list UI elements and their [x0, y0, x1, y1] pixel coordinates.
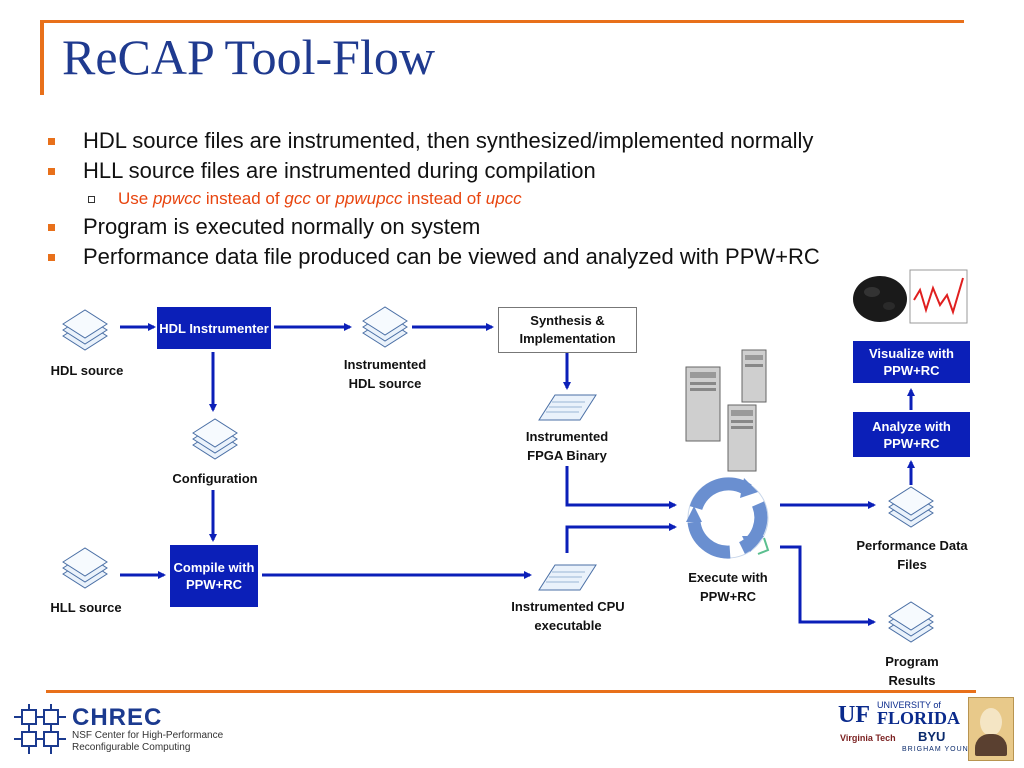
instrumented-fpga-label: Instrumented FPGA Binary — [525, 429, 609, 463]
sub-text-gcc: gcc — [284, 189, 311, 208]
chrec-subtitle: NSF Center for High-Performance Reconfig… — [72, 730, 223, 754]
chrec-subtitle-line: Reconfigurable Computing — [72, 742, 191, 753]
synthesis-implementation-box: Synthesis & Implementation — [498, 307, 637, 353]
sub-text-or: or — [315, 189, 331, 208]
chrec-name: CHREC — [72, 704, 163, 731]
program-results-icon — [888, 601, 934, 643]
hdl-source-label: HDL source — [50, 363, 124, 378]
chrec-logo-icon — [14, 704, 66, 754]
sub-text-ppwupcc: ppwupcc — [335, 189, 403, 208]
instrumented-cpu-label: Instrumented CPU executable — [511, 599, 625, 633]
bullet-item: HLL source files are instrumented during… — [48, 156, 988, 186]
server-icon — [741, 349, 767, 403]
fpga-binary-icon — [538, 394, 597, 421]
bullet-square-icon — [48, 224, 55, 231]
bullet-text: HDL source files are instrumented, then … — [83, 128, 814, 153]
hdl-instrumenter-box: HDL Instrumenter — [157, 307, 271, 349]
configuration-label: Configuration — [172, 471, 258, 486]
uf-small-text: UNIVERSITY of — [877, 700, 941, 710]
hollow-square-icon — [88, 196, 95, 203]
server-icon — [727, 404, 757, 472]
bullet-text: Program is executed normally on system — [83, 214, 481, 239]
instrumented-hdl-label: Instrumented HDL source — [343, 357, 427, 391]
cpu-executable-icon — [538, 564, 597, 591]
performance-chart-icon — [909, 269, 968, 324]
hll-source-icon — [62, 547, 108, 589]
bullet-item: HDL source files are instrumented, then … — [48, 126, 988, 156]
hdl-source-icon — [62, 309, 108, 351]
slide-title: ReCAP Tool-Flow — [62, 29, 435, 85]
left-accent-line — [40, 20, 44, 95]
instrumented-hdl-icon — [362, 306, 408, 348]
bullet-item: Performance data file produced can be vi… — [48, 242, 988, 272]
program-results-label: Program Results — [885, 654, 939, 688]
performance-blob-icon — [853, 276, 907, 322]
analyze-box: Analyze with PPW+RC — [853, 412, 970, 457]
svg-text:UF: UF — [838, 702, 870, 726]
bullet-square-icon — [48, 168, 55, 175]
arrow-cpu-to-execute — [565, 523, 677, 553]
execute-cycle-icon — [686, 477, 770, 559]
gwu-portrait-logo-icon — [968, 697, 1014, 761]
portrait-face-shape — [980, 708, 1002, 736]
bullet-text: Performance data file produced can be vi… — [83, 244, 820, 269]
sub-text-instead: instead of — [407, 189, 481, 208]
uf-florida-text: FLORIDA — [877, 708, 961, 728]
performance-files-icon — [888, 486, 934, 528]
portrait-body-shape — [975, 734, 1007, 756]
bullet-text: HLL source files are instrumented during… — [83, 158, 596, 183]
compile-box: Compile with PPW+RC — [170, 545, 258, 607]
bullet-square-icon — [48, 138, 55, 145]
sub-bullet-item: Use ppwcc instead of gcc or ppwupcc inst… — [48, 186, 988, 212]
execute-label: Execute with PPW+RC — [688, 570, 768, 604]
byu-logo-text: BYU — [918, 729, 946, 744]
top-accent-line — [40, 20, 964, 23]
bullet-square-icon — [48, 254, 55, 261]
arrow-execute-to-results — [780, 545, 876, 626]
hll-source-label: HLL source — [50, 600, 122, 615]
arrow-fpga-to-execute — [565, 466, 677, 509]
sub-text-instead: instead of — [205, 189, 280, 208]
configuration-icon — [192, 418, 238, 460]
performance-files-label: Performance Data Files — [856, 538, 968, 572]
sub-text-upcc: upcc — [485, 189, 522, 208]
bullet-item: Program is executed normally on system — [48, 212, 988, 242]
sub-text-use: Use — [118, 189, 149, 208]
byu-subtitle-text: BRIGHAM YOUNG — [902, 746, 976, 753]
visualize-box: Visualize with PPW+RC — [853, 341, 970, 383]
server-icon — [685, 366, 721, 442]
chrec-subtitle-line: NSF Center for High-Performance — [72, 730, 224, 741]
uf-logo-icon: UF — [838, 702, 870, 726]
sub-text-ppwcc: ppwcc — [152, 189, 202, 208]
bullet-list: HDL source files are instrumented, then … — [48, 126, 988, 272]
vt-logo-text: Virginia Tech — [840, 733, 896, 743]
bottom-accent-line — [46, 690, 976, 693]
